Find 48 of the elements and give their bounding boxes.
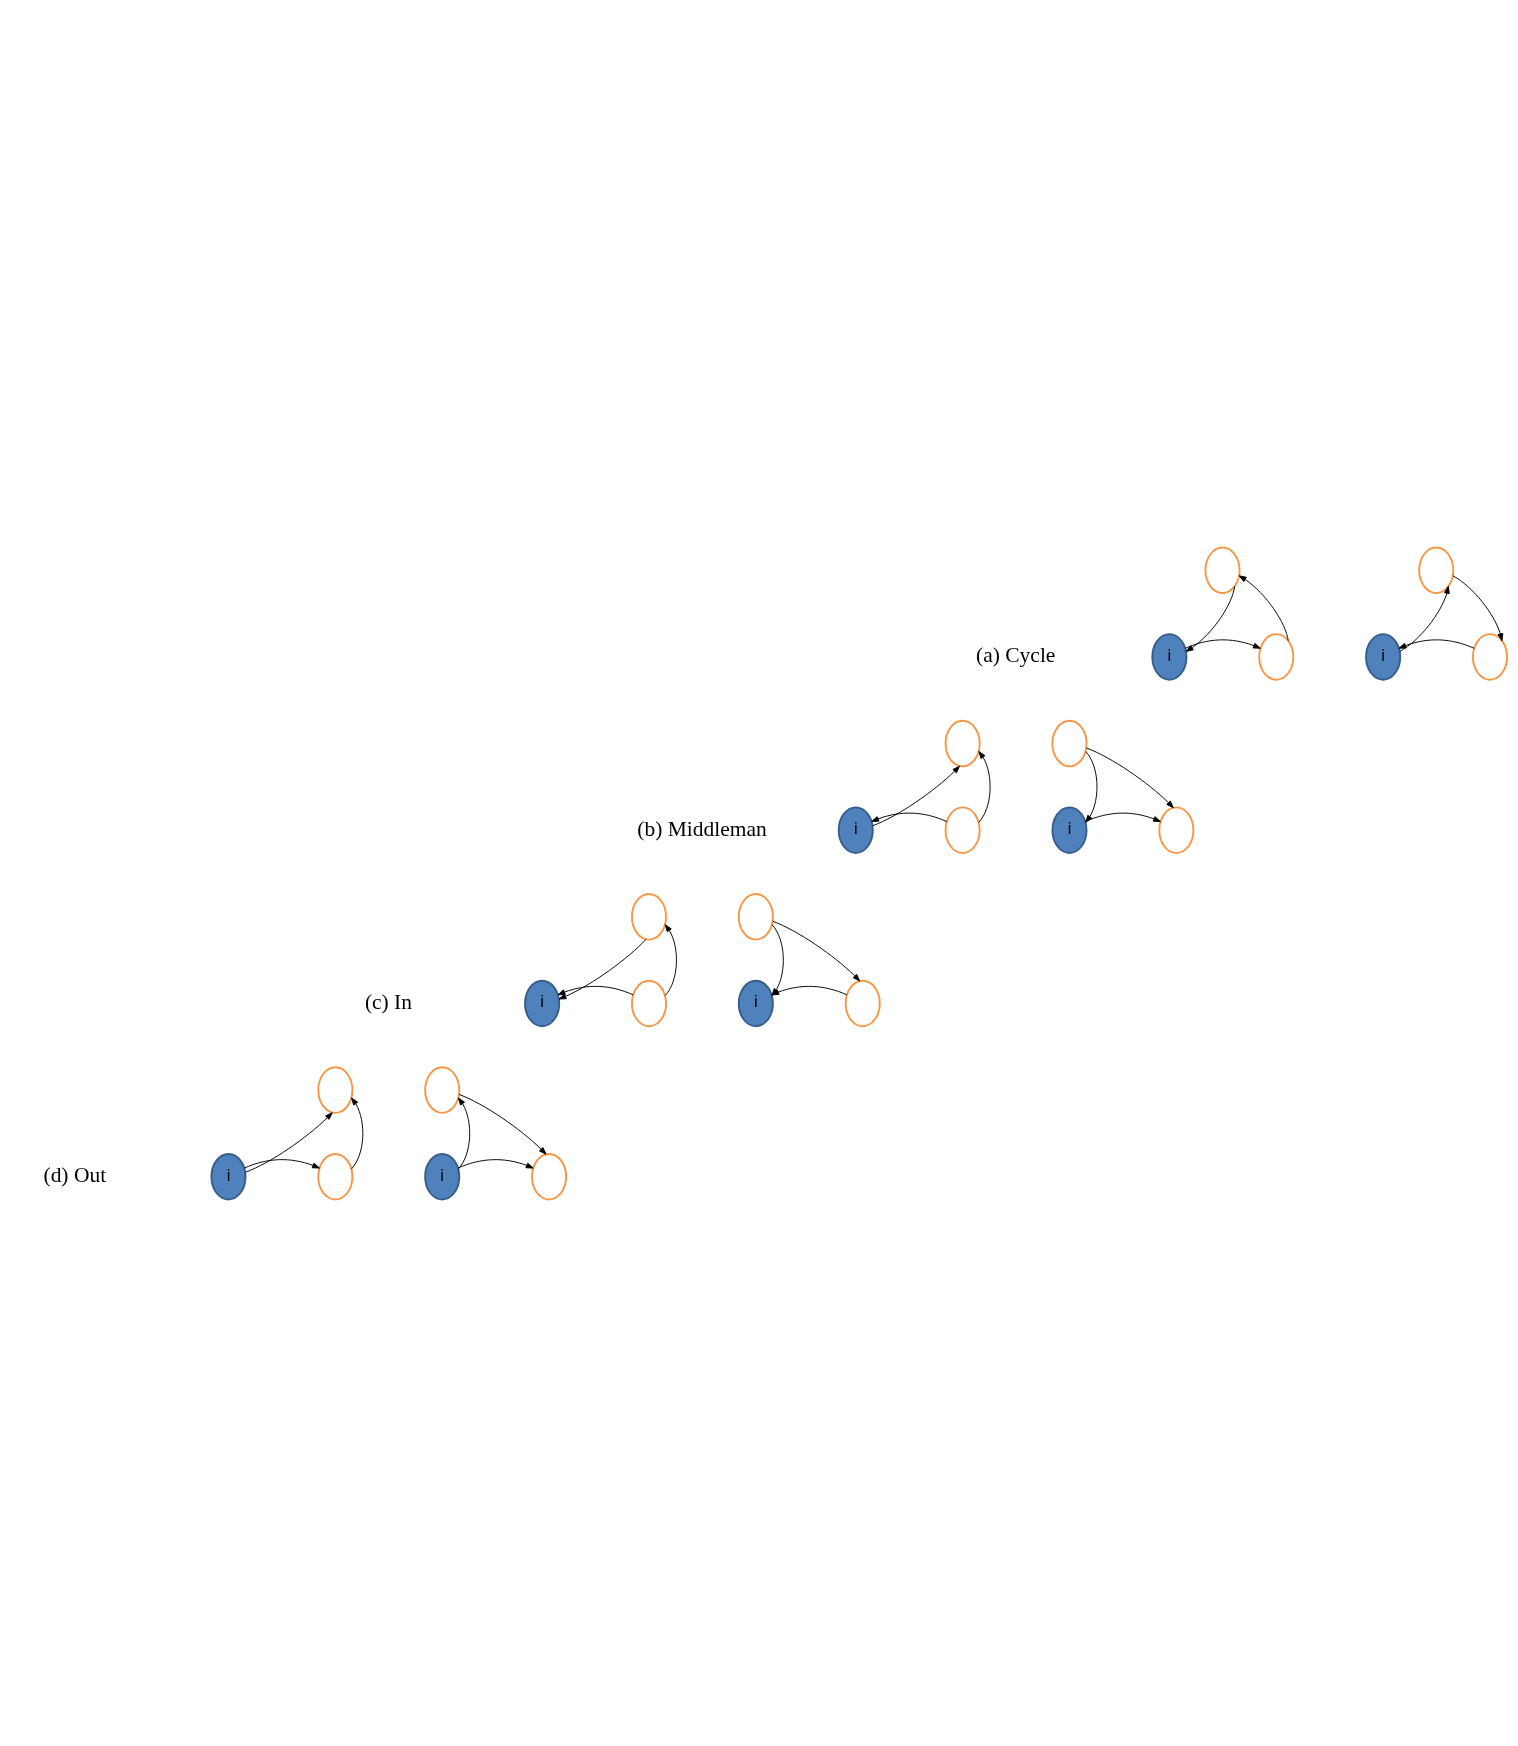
label: (a) Cycle xyxy=(976,642,1056,667)
arrow xyxy=(871,812,948,822)
arrow xyxy=(1398,638,1475,649)
arrow xyxy=(458,1093,547,1155)
label: (b) Middleman xyxy=(637,816,767,841)
node-circle xyxy=(1051,719,1088,767)
node-circle xyxy=(317,1065,354,1114)
node-circle xyxy=(1258,632,1295,681)
arrow xyxy=(558,938,647,1000)
node-ellipse: i xyxy=(1365,632,1402,681)
label: (c) In xyxy=(364,989,413,1014)
arrow xyxy=(457,1097,471,1169)
node-ellipse: i xyxy=(1051,805,1088,854)
node-circle xyxy=(944,805,981,854)
arrow xyxy=(557,985,634,995)
node-circle xyxy=(317,1152,354,1200)
node-circle xyxy=(1158,805,1195,854)
arrow xyxy=(1084,812,1161,822)
node-circle xyxy=(844,979,881,1027)
arrow xyxy=(772,920,861,981)
node-ellipse: i xyxy=(210,1152,247,1200)
arrow xyxy=(351,1097,364,1169)
node-ellipse: i xyxy=(1151,632,1188,681)
node-circle xyxy=(737,892,774,941)
arrow xyxy=(244,1111,333,1173)
label: (d) Out xyxy=(43,1162,107,1187)
node-circle xyxy=(1204,546,1241,594)
node-ellipse: i xyxy=(837,805,874,854)
node-circle xyxy=(944,719,981,767)
node-circle xyxy=(424,1065,461,1114)
node-ellipse: i xyxy=(524,979,561,1027)
arrow xyxy=(1185,585,1236,652)
arrow xyxy=(457,1158,534,1169)
arrow xyxy=(243,1158,320,1169)
arrow xyxy=(1238,574,1289,641)
arrow xyxy=(664,923,677,996)
arrow xyxy=(872,765,960,826)
arrow xyxy=(978,750,991,823)
node-circle xyxy=(630,892,667,941)
node-ellipse: i xyxy=(424,1152,461,1200)
arrow xyxy=(1184,638,1261,649)
arrow xyxy=(1085,750,1098,823)
node-circle xyxy=(630,979,667,1027)
arrow xyxy=(1399,585,1450,652)
node-circle xyxy=(531,1152,568,1200)
arrow xyxy=(1085,747,1174,808)
node-ellipse: i xyxy=(737,979,774,1027)
arrow xyxy=(1452,574,1504,641)
